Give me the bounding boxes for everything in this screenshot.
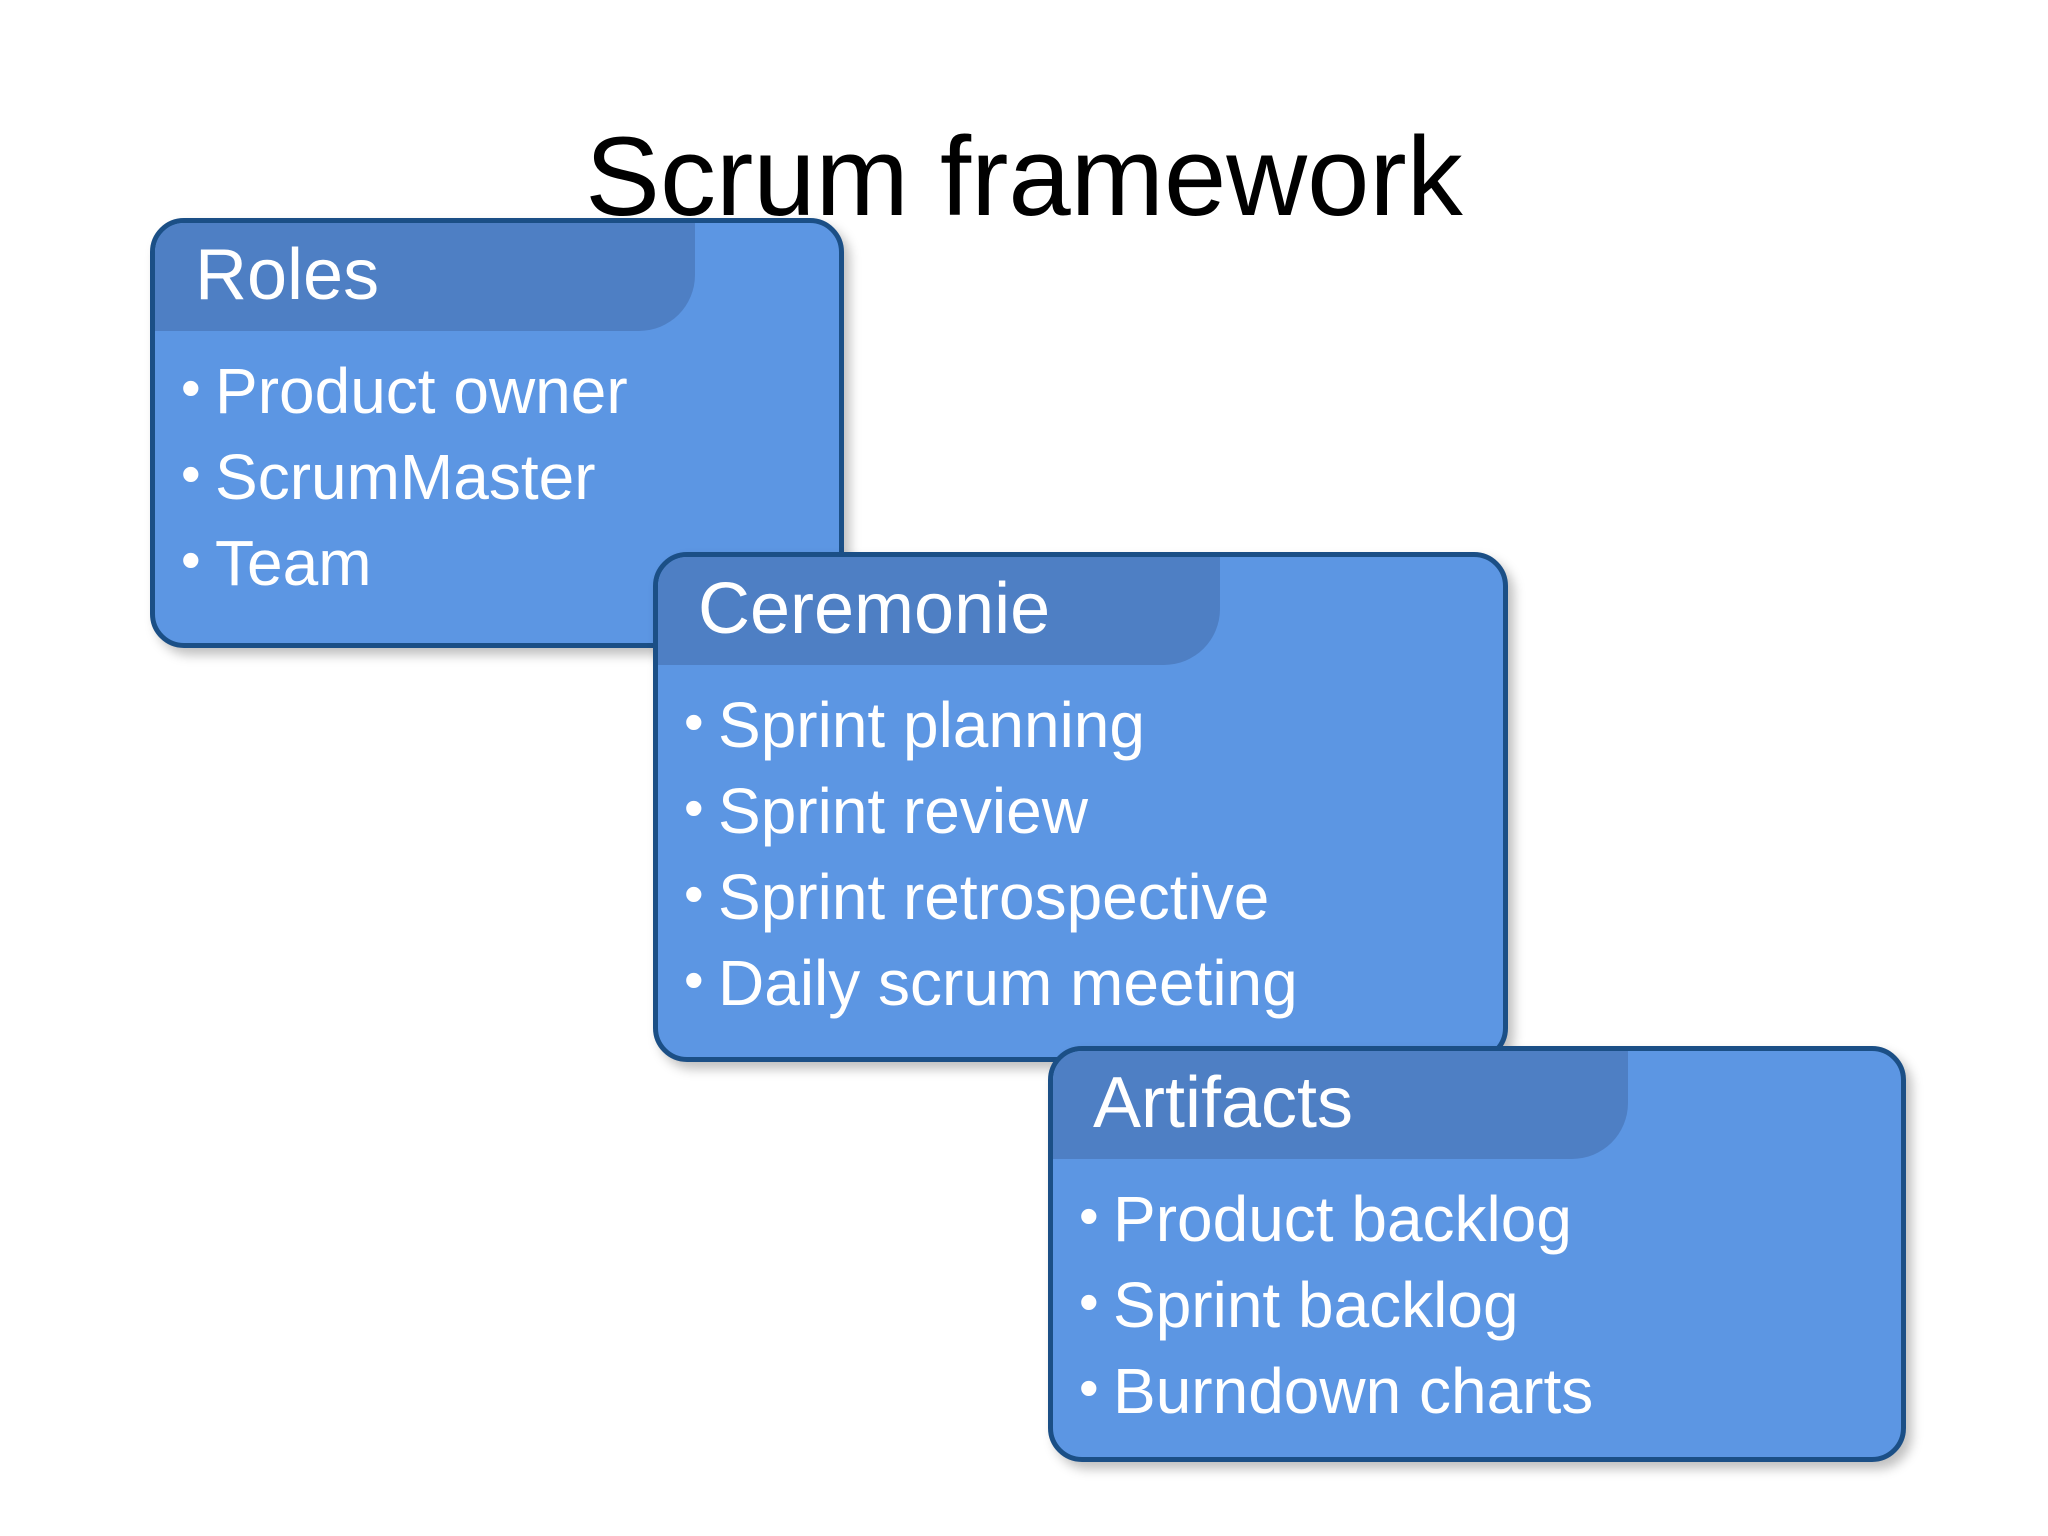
list-item-label: Product owner: [215, 355, 628, 427]
list-item-label: Team: [215, 527, 372, 599]
bullet-icon: •: [684, 948, 704, 1011]
bullet-icon: •: [684, 776, 704, 839]
list-item-label: Burndown charts: [1113, 1355, 1594, 1427]
bullet-icon: •: [181, 442, 201, 505]
card-artifacts-header: Artifacts: [1053, 1051, 1628, 1159]
list-item[interactable]: • Sprint retrospective: [684, 861, 1503, 933]
card-ceremonies-title: Ceremonie: [698, 569, 1051, 649]
list-item-label: Daily scrum meeting: [718, 947, 1298, 1019]
card-ceremonies-header: Ceremonie: [658, 557, 1220, 665]
list-item-label: Sprint backlog: [1113, 1269, 1519, 1341]
card-roles-header: Roles: [155, 223, 695, 331]
list-item[interactable]: • Team: [181, 527, 839, 599]
list-item[interactable]: • ScrumMaster: [181, 441, 839, 513]
bullet-icon: •: [684, 690, 704, 753]
list-item[interactable]: • Sprint review: [684, 775, 1503, 847]
card-roles[interactable]: Roles • Product owner • ScrumMaster • Te…: [150, 218, 844, 648]
page-title: Scrum framework: [585, 114, 1463, 239]
list-item[interactable]: • Sprint backlog: [1079, 1269, 1901, 1341]
list-item-label: ScrumMaster: [215, 441, 596, 513]
card-ceremonies[interactable]: Ceremonie • Sprint planning • Sprint rev…: [653, 552, 1508, 1062]
list-item[interactable]: • Product backlog: [1079, 1183, 1901, 1255]
list-item[interactable]: • Burndown charts: [1079, 1355, 1901, 1427]
card-roles-body: • Product owner • ScrumMaster • Team: [155, 331, 839, 617]
list-item[interactable]: • Daily scrum meeting: [684, 947, 1503, 1019]
bullet-icon: •: [181, 528, 201, 591]
card-artifacts-title: Artifacts: [1093, 1063, 1354, 1143]
list-item-label: Product backlog: [1113, 1183, 1572, 1255]
bullet-icon: •: [684, 862, 704, 925]
card-roles-title: Roles: [195, 235, 380, 315]
card-artifacts[interactable]: Artifacts • Product backlog • Sprint bac…: [1048, 1046, 1906, 1462]
card-artifacts-body: • Product backlog • Sprint backlog • Bur…: [1053, 1159, 1901, 1445]
card-ceremonies-body: • Sprint planning • Sprint review • Spri…: [658, 665, 1503, 1037]
list-item-label: Sprint retrospective: [718, 861, 1270, 933]
list-item-label: Sprint planning: [718, 689, 1145, 761]
list-item-label: Sprint review: [718, 775, 1088, 847]
list-item[interactable]: • Sprint planning: [684, 689, 1503, 761]
bullet-icon: •: [181, 356, 201, 419]
bullet-icon: •: [1079, 1184, 1099, 1247]
list-item[interactable]: • Product owner: [181, 355, 839, 427]
bullet-icon: •: [1079, 1356, 1099, 1419]
bullet-icon: •: [1079, 1270, 1099, 1333]
